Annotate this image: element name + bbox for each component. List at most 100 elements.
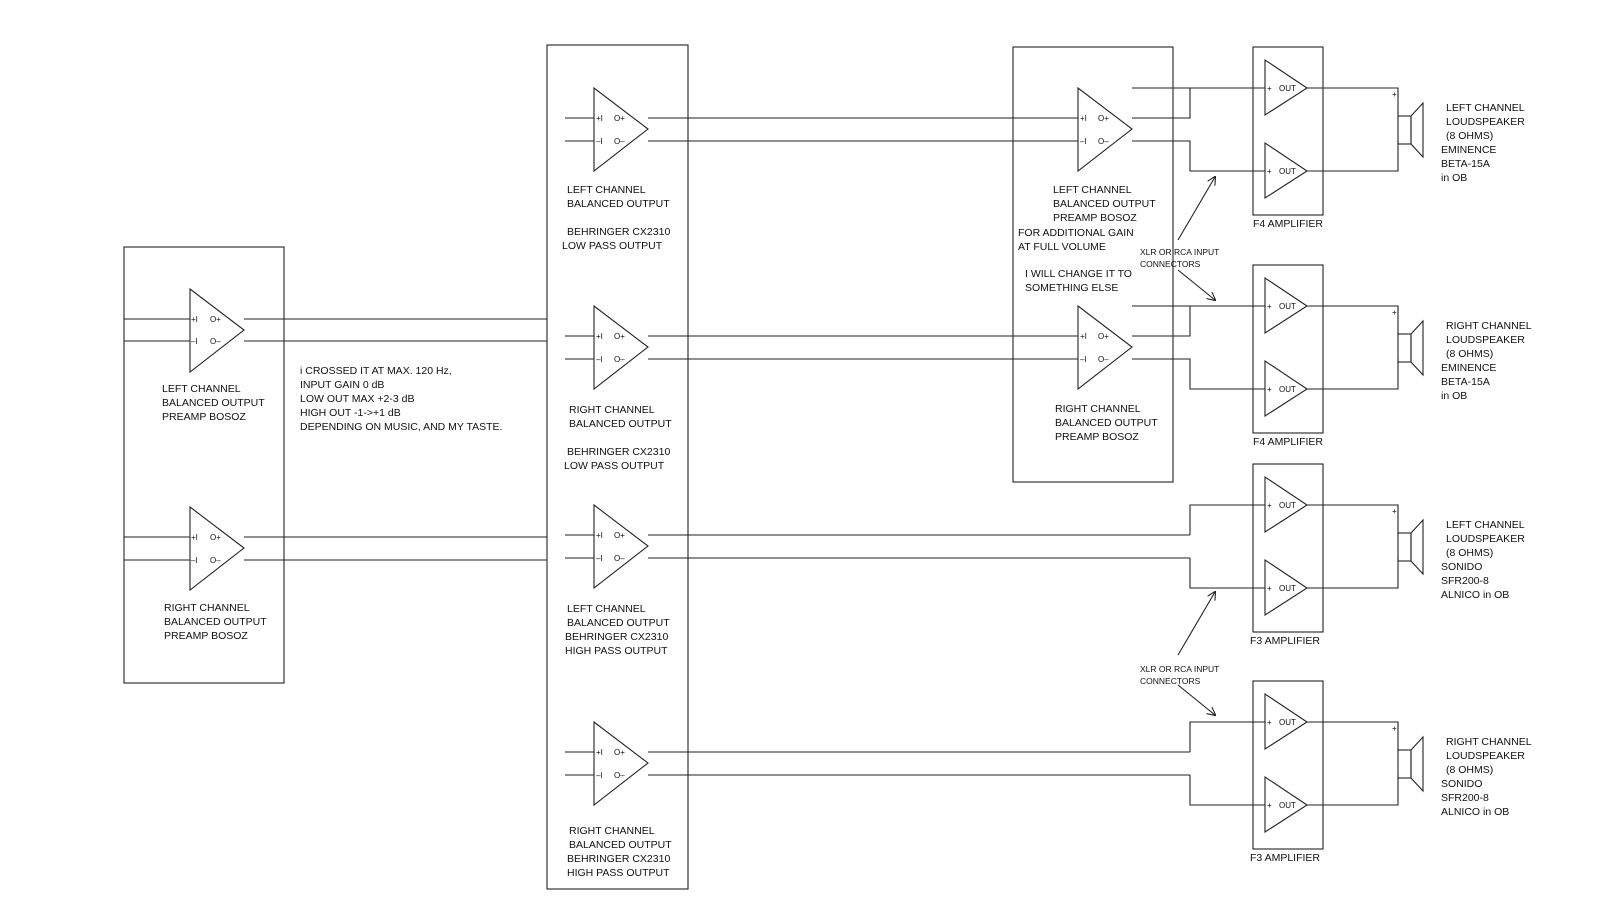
svg-text:RIGHT CHANNEL: RIGHT CHANNEL: [1055, 403, 1141, 415]
svg-text:HIGH PASS OUTPUT: HIGH PASS OUTPUT: [567, 867, 670, 879]
svg-text:LEFT CHANNEL: LEFT CHANNEL: [162, 383, 241, 395]
svg-text:–I: –I: [596, 355, 603, 364]
amplifier-label-1: F4 AMPLIFIER: [1253, 218, 1323, 230]
svg-text:CONNECTORS: CONNECTORS: [1140, 676, 1201, 686]
svg-text:O–: O–: [1098, 137, 1109, 146]
crossover-left-low-label: LEFT CHANNEL BALANCED OUTPUT BEHRINGER C…: [562, 184, 670, 252]
opamp-symbols: [189, 86, 1133, 807]
svg-text:O–: O–: [614, 137, 625, 146]
opamp-crossover-right-low: [593, 304, 649, 391]
opamp-second-preamp-left: [1077, 86, 1133, 173]
opamp-crossover-left-low: [593, 86, 649, 173]
preamp-right-label: RIGHT CHANNEL BALANCED OUTPUT PREAMP BOS…: [164, 602, 267, 642]
f4-amplifier-box-1: [1252, 46, 1324, 216]
svg-text:O+: O+: [614, 748, 625, 757]
svg-text:LOUDSPEAKER: LOUDSPEAKER: [1446, 116, 1525, 128]
svg-text:(8 OHMS): (8 OHMS): [1446, 348, 1493, 360]
svg-text:+I: +I: [1080, 114, 1087, 123]
svg-text:+I: +I: [1080, 332, 1087, 341]
svg-text:BEHRINGER CX2310: BEHRINGER CX2310: [567, 853, 670, 865]
amplifier-label-3: F3 AMPLIFIER: [1250, 635, 1320, 647]
amplifier-symbols: [1264, 58, 1309, 834]
opamp-preamp-right: [189, 505, 245, 592]
svg-text:(8 OHMS): (8 OHMS): [1446, 764, 1493, 776]
svg-text:+I: +I: [596, 332, 603, 341]
svg-text:EMINENCE: EMINENCE: [1441, 144, 1496, 156]
speaker-label-1: LEFT CHANNEL LOUDSPEAKER (8 OHMS) EMINEN…: [1441, 102, 1525, 184]
svg-text:EMINENCE: EMINENCE: [1441, 362, 1496, 374]
svg-text:PREAMP BOSOZ: PREAMP BOSOZ: [164, 630, 248, 642]
svg-text:OUT: OUT: [1279, 167, 1296, 176]
svg-text:LOW PASS OUTPUT: LOW PASS OUTPUT: [562, 240, 663, 252]
speaker-icon: [1397, 101, 1424, 159]
svg-text:(8 OHMS): (8 OHMS): [1446, 547, 1493, 559]
svg-text:BALANCED OUTPUT: BALANCED OUTPUT: [162, 397, 265, 409]
svg-text:+: +: [1392, 507, 1397, 516]
crossover-box: [546, 44, 689, 890]
svg-text:BALANCED OUTPUT: BALANCED OUTPUT: [1055, 417, 1158, 429]
svg-text:LEFT CHANNEL: LEFT CHANNEL: [1053, 184, 1132, 196]
preamp-box: [123, 246, 285, 684]
svg-text:+: +: [1267, 84, 1272, 93]
loudspeaker-icons: [1397, 101, 1424, 793]
svg-text:–I: –I: [596, 771, 603, 780]
svg-text:O+: O+: [614, 114, 625, 123]
opamp-second-preamp-right: [1077, 304, 1133, 391]
speaker-icon: [1397, 319, 1424, 377]
svg-text:LOW OUT MAX +2-3 dB: LOW OUT MAX +2-3 dB: [300, 393, 414, 405]
svg-text:OUT: OUT: [1279, 302, 1296, 311]
preamp-left-label: LEFT CHANNEL BALANCED OUTPUT PREAMP BOSO…: [162, 383, 265, 423]
svg-text:BALANCED OUTPUT: BALANCED OUTPUT: [567, 617, 670, 629]
second-preamp-box: [1012, 46, 1174, 483]
svg-text:ALNICO in OB: ALNICO in OB: [1441, 589, 1509, 601]
svg-text:CONNECTORS: CONNECTORS: [1140, 259, 1201, 269]
svg-text:+: +: [1267, 584, 1272, 593]
svg-text:BEHRINGER CX2310: BEHRINGER CX2310: [567, 226, 670, 238]
svg-text:+: +: [1392, 90, 1397, 99]
svg-text:RIGHT CHANNEL: RIGHT CHANNEL: [1446, 736, 1532, 748]
svg-text:–I: –I: [596, 554, 603, 563]
svg-text:BALANCED OUTPUT: BALANCED OUTPUT: [567, 198, 670, 210]
svg-text:I WILL CHANGE IT TO: I WILL CHANGE IT TO: [1025, 268, 1132, 280]
svg-text:i CROSSED IT AT MAX. 120 Hz,: i CROSSED IT AT MAX. 120 Hz,: [300, 365, 452, 377]
svg-text:HIGH PASS OUTPUT: HIGH PASS OUTPUT: [565, 645, 668, 657]
svg-text:LEFT CHANNEL: LEFT CHANNEL: [567, 184, 646, 196]
svg-text:OUT: OUT: [1279, 84, 1296, 93]
svg-text:BETA-15A: BETA-15A: [1441, 158, 1490, 170]
svg-text:+I: +I: [596, 748, 603, 757]
amplifier-pin-labels: + OUT + OUT + OUT + OUT + OUT + OUT + OU…: [1267, 84, 1397, 810]
crossover-left-high-label: LEFT CHANNEL BALANCED OUTPUT BEHRINGER C…: [565, 603, 670, 657]
svg-text:PREAMP BOSOZ: PREAMP BOSOZ: [1053, 212, 1137, 224]
svg-text:+: +: [1392, 724, 1397, 733]
svg-text:XLR OR RCA INPUT: XLR OR RCA INPUT: [1140, 664, 1219, 674]
svg-text:O–: O–: [614, 771, 625, 780]
svg-text:RIGHT CHANNEL: RIGHT CHANNEL: [569, 404, 655, 416]
speaker-icon: [1397, 735, 1424, 793]
svg-text:+: +: [1267, 385, 1272, 394]
opamp-crossover-left-high: [593, 503, 649, 590]
svg-text:O+: O+: [614, 332, 625, 341]
svg-text:RIGHT CHANNEL: RIGHT CHANNEL: [569, 825, 655, 837]
crossover-note: i CROSSED IT AT MAX. 120 Hz, INPUT GAIN …: [300, 365, 502, 433]
svg-text:+: +: [1267, 167, 1272, 176]
speaker-icon: [1397, 518, 1424, 576]
svg-text:INPUT GAIN 0 dB: INPUT GAIN 0 dB: [300, 379, 384, 391]
svg-text:SONIDO: SONIDO: [1441, 778, 1482, 790]
f4-amplifier-box-2: [1252, 264, 1324, 434]
svg-text:ALNICO in OB: ALNICO in OB: [1441, 806, 1509, 818]
input-connectors-note-1: XLR OR RCA INPUT CONNECTORS: [1140, 247, 1219, 269]
svg-text:+: +: [1392, 308, 1397, 317]
svg-text:in OB: in OB: [1441, 390, 1467, 402]
svg-text:BETA-15A: BETA-15A: [1441, 376, 1490, 388]
svg-text:FOR ADDITIONAL GAIN: FOR ADDITIONAL GAIN: [1018, 227, 1134, 239]
svg-text:O+: O+: [614, 531, 625, 540]
svg-text:DEPENDING ON MUSIC, AND MY TAS: DEPENDING ON MUSIC, AND MY TASTE.: [300, 421, 502, 433]
svg-text:in OB: in OB: [1441, 172, 1467, 184]
svg-text:BEHRINGER CX2310: BEHRINGER CX2310: [565, 631, 668, 643]
svg-text:O+: O+: [210, 315, 221, 324]
svg-text:O–: O–: [210, 337, 221, 346]
svg-text:–I: –I: [596, 137, 603, 146]
speaker-label-2: RIGHT CHANNEL LOUDSPEAKER (8 OHMS) EMINE…: [1441, 320, 1532, 402]
crossover-right-high-label: RIGHT CHANNEL BALANCED OUTPUT BEHRINGER …: [567, 825, 672, 879]
speaker-label-4: RIGHT CHANNEL LOUDSPEAKER (8 OHMS) SONID…: [1441, 736, 1532, 818]
